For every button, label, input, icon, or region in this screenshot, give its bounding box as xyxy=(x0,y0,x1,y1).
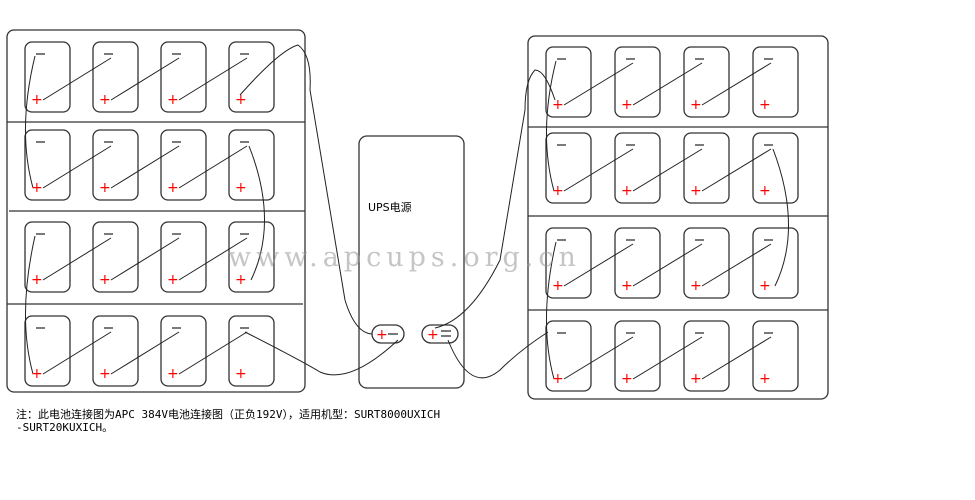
note-line-2: -SURT20KUXICH。 xyxy=(16,421,114,434)
battery-plus-terminal: + xyxy=(690,371,702,387)
battery xyxy=(92,221,139,293)
battery xyxy=(614,227,661,299)
battery-plus-terminal: + xyxy=(99,92,111,108)
battery xyxy=(160,41,207,113)
battery-plus-terminal: + xyxy=(759,371,771,387)
battery xyxy=(92,41,139,113)
diagram-note: 注：此电池连接图为APC 384V电池连接图（正负192V），适用机型：SURT… xyxy=(16,408,440,434)
battery xyxy=(752,320,799,392)
battery xyxy=(24,315,71,387)
ups-terminal-right xyxy=(421,324,459,344)
battery-plus-terminal: + xyxy=(99,366,111,382)
right-battery-cabinet xyxy=(527,35,829,400)
battery-plus-terminal: + xyxy=(99,180,111,196)
battery xyxy=(24,41,71,113)
battery xyxy=(160,129,207,201)
battery-plus-terminal: + xyxy=(690,183,702,199)
battery xyxy=(683,227,730,299)
ups-label: UPS电源 xyxy=(368,201,412,214)
battery xyxy=(545,320,592,392)
cable-right-top-to-ups xyxy=(434,69,556,329)
battery xyxy=(752,46,799,118)
battery xyxy=(160,315,207,387)
battery xyxy=(683,320,730,392)
battery-plus-terminal: + xyxy=(235,180,247,196)
battery-plus-terminal: + xyxy=(621,278,633,294)
battery-plus-terminal: + xyxy=(31,180,43,196)
battery xyxy=(160,221,207,293)
battery-plus-terminal: + xyxy=(552,278,564,294)
battery xyxy=(545,46,592,118)
battery xyxy=(752,227,799,299)
cable-left-bottom-to-ups xyxy=(244,331,399,376)
battery xyxy=(683,132,730,204)
battery xyxy=(92,315,139,387)
battery xyxy=(614,320,661,392)
cable-right-bottom-to-ups xyxy=(447,331,549,379)
battery-plus-terminal: + xyxy=(235,272,247,288)
battery-plus-terminal: + xyxy=(621,97,633,113)
battery-plus-terminal: + xyxy=(621,371,633,387)
ups-right-plus: + xyxy=(427,327,439,343)
battery-plus-terminal: + xyxy=(31,272,43,288)
battery xyxy=(24,129,71,201)
battery-plus-terminal: + xyxy=(759,183,771,199)
battery-plus-terminal: + xyxy=(99,272,111,288)
ups-unit xyxy=(358,135,465,389)
battery xyxy=(228,315,275,387)
battery-plus-terminal: + xyxy=(167,272,179,288)
battery-plus-terminal: + xyxy=(235,92,247,108)
battery xyxy=(92,129,139,201)
battery-plus-terminal: + xyxy=(235,366,247,382)
ups-left-plus: + xyxy=(376,327,388,343)
battery xyxy=(228,41,275,113)
battery xyxy=(545,227,592,299)
note-line-1: 注：此电池连接图为APC 384V电池连接图（正负192V），适用机型：SURT… xyxy=(16,408,441,421)
battery-plus-terminal: + xyxy=(552,371,564,387)
battery xyxy=(614,132,661,204)
battery-plus-terminal: + xyxy=(167,180,179,196)
battery-plus-terminal: + xyxy=(31,366,43,382)
battery xyxy=(228,221,275,293)
battery-plus-terminal: + xyxy=(690,97,702,113)
battery xyxy=(752,132,799,204)
battery-plus-terminal: + xyxy=(31,92,43,108)
battery-plus-terminal: + xyxy=(690,278,702,294)
battery xyxy=(545,132,592,204)
battery-plus-terminal: + xyxy=(167,92,179,108)
battery-plus-terminal: + xyxy=(759,97,771,113)
battery xyxy=(228,129,275,201)
battery-plus-terminal: + xyxy=(621,183,633,199)
battery-plus-terminal: + xyxy=(167,366,179,382)
battery-plus-terminal: + xyxy=(552,97,564,113)
cable-left-top-to-ups xyxy=(239,44,373,335)
battery xyxy=(24,221,71,293)
battery-plus-terminal: + xyxy=(759,278,771,294)
battery-plus-terminal: + xyxy=(552,183,564,199)
battery xyxy=(614,46,661,118)
battery xyxy=(683,46,730,118)
